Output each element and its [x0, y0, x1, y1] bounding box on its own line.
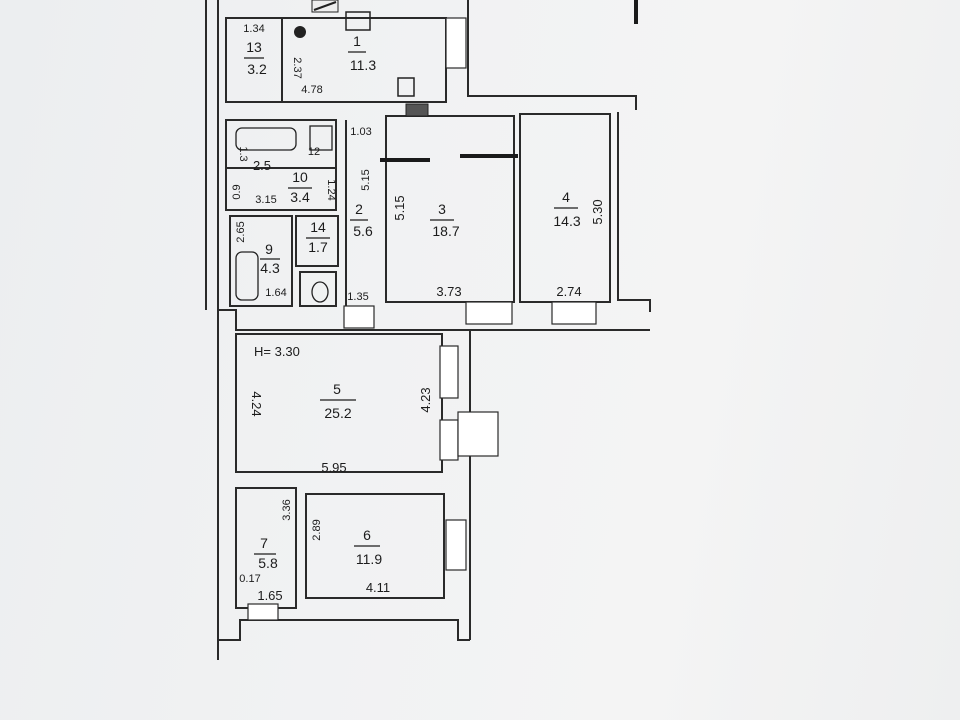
dim-3-36: 3.36 [281, 499, 293, 520]
room-3-area: 18.7 [432, 223, 459, 239]
room-12-number: 12 [308, 146, 320, 158]
dim-1-24: 1.24 [325, 179, 337, 200]
room-1-area: 11.3 [350, 57, 376, 73]
room-6-number: 6 [363, 527, 371, 543]
room-5-area: 25.2 [324, 405, 351, 421]
dim-3-73: 3.73 [436, 284, 461, 299]
room-13-number: 13 [246, 39, 262, 55]
room-5-number: 5 [333, 381, 341, 397]
room-2-number: 2 [355, 201, 363, 217]
room-7-area: 5.8 [258, 555, 278, 571]
windows [247, 17, 597, 621]
exterior-walls [205, 0, 651, 660]
dim-4-23: 4.23 [418, 387, 433, 412]
dim-2-65: 2.65 [235, 221, 247, 242]
dim-1-3: 1.3 [237, 146, 249, 161]
room-10-number: 10 [292, 169, 308, 185]
dim-4-11: 4.11 [366, 580, 390, 595]
dim-4-24: 4.24 [249, 391, 264, 416]
dim-1-64: 1.64 [265, 287, 286, 299]
room-2-area: 5.6 [353, 223, 373, 239]
dim-1-65: 1.65 [257, 588, 282, 603]
room-4-number: 4 [562, 189, 570, 205]
dim-5-30: 5.30 [590, 199, 605, 224]
room-9-area: 4.3 [260, 260, 280, 276]
room-12-area: 2.5 [253, 158, 271, 173]
dim-2-37: 2.37 [291, 57, 303, 78]
dimension-labels: 1.34 2.37 4.78 1.03 5.15 5.15 3.73 5.30 … [231, 23, 605, 603]
dim-2-74: 2.74 [556, 284, 581, 299]
room-13-area: 3.2 [247, 61, 267, 77]
room-4-area: 14.3 [553, 213, 580, 229]
room-7-number: 7 [260, 535, 268, 551]
room-labels: 1 11.3 2 5.6 3 18.7 4 14.3 5 25.2 6 11.9… [244, 33, 581, 571]
dim-5-15-corridor: 5.15 [360, 169, 372, 190]
dim-5-15-room3: 5.15 [392, 195, 407, 220]
dim-4-78: 4.78 [301, 84, 322, 96]
dim-0-17: 0.17 [239, 573, 260, 585]
dim-3-15: 3.15 [255, 194, 276, 206]
ceiling-height: H= 3.30 [254, 344, 300, 359]
dim-1-34: 1.34 [243, 23, 264, 35]
dim-0-9: 0.9 [231, 184, 243, 199]
dim-1-35: 1.35 [347, 291, 368, 303]
room-9-number: 9 [265, 241, 273, 257]
room-1-number: 1 [353, 33, 361, 49]
room-6-area: 11.9 [356, 551, 382, 567]
fixtures [235, 0, 518, 303]
room-14-area: 1.7 [308, 239, 328, 255]
dim-1-03: 1.03 [350, 126, 371, 138]
room-10-area: 3.4 [290, 189, 310, 205]
dim-5-95: 5.95 [321, 460, 346, 475]
room-3-number: 3 [438, 201, 446, 217]
dim-2-89: 2.89 [311, 519, 323, 540]
room-14-number: 14 [310, 219, 326, 235]
